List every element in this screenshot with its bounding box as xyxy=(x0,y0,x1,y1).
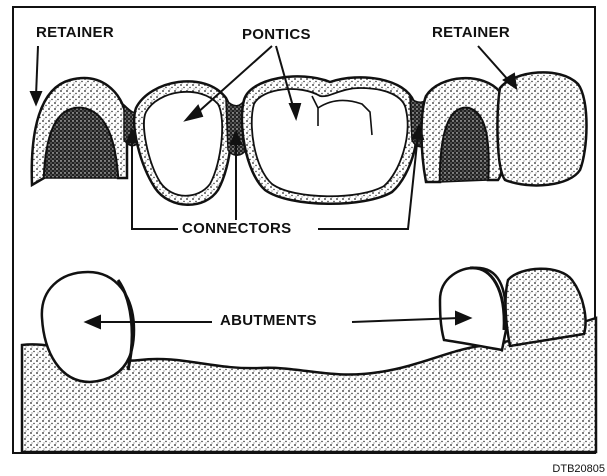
retainer-right-crown xyxy=(497,72,586,185)
label-abutments: ABUTMENTS xyxy=(220,312,317,329)
figure-code: DTB20805 xyxy=(552,463,605,475)
label-connectors: CONNECTORS xyxy=(182,220,291,237)
leader-retainer-right xyxy=(478,46,510,82)
leader-retainer-left xyxy=(36,46,38,96)
bridge-upper xyxy=(32,72,587,204)
label-retainer-right: RETAINER xyxy=(432,24,510,41)
abutment-right-molar xyxy=(506,269,586,346)
abutment-right-tooth xyxy=(440,268,506,350)
label-retainer-left: RETAINER xyxy=(36,24,114,41)
arrowhead-retainer-left xyxy=(31,92,41,104)
abutment-right xyxy=(440,268,586,350)
pontic-2-face xyxy=(252,88,408,196)
label-pontics: PONTICS xyxy=(242,26,311,43)
